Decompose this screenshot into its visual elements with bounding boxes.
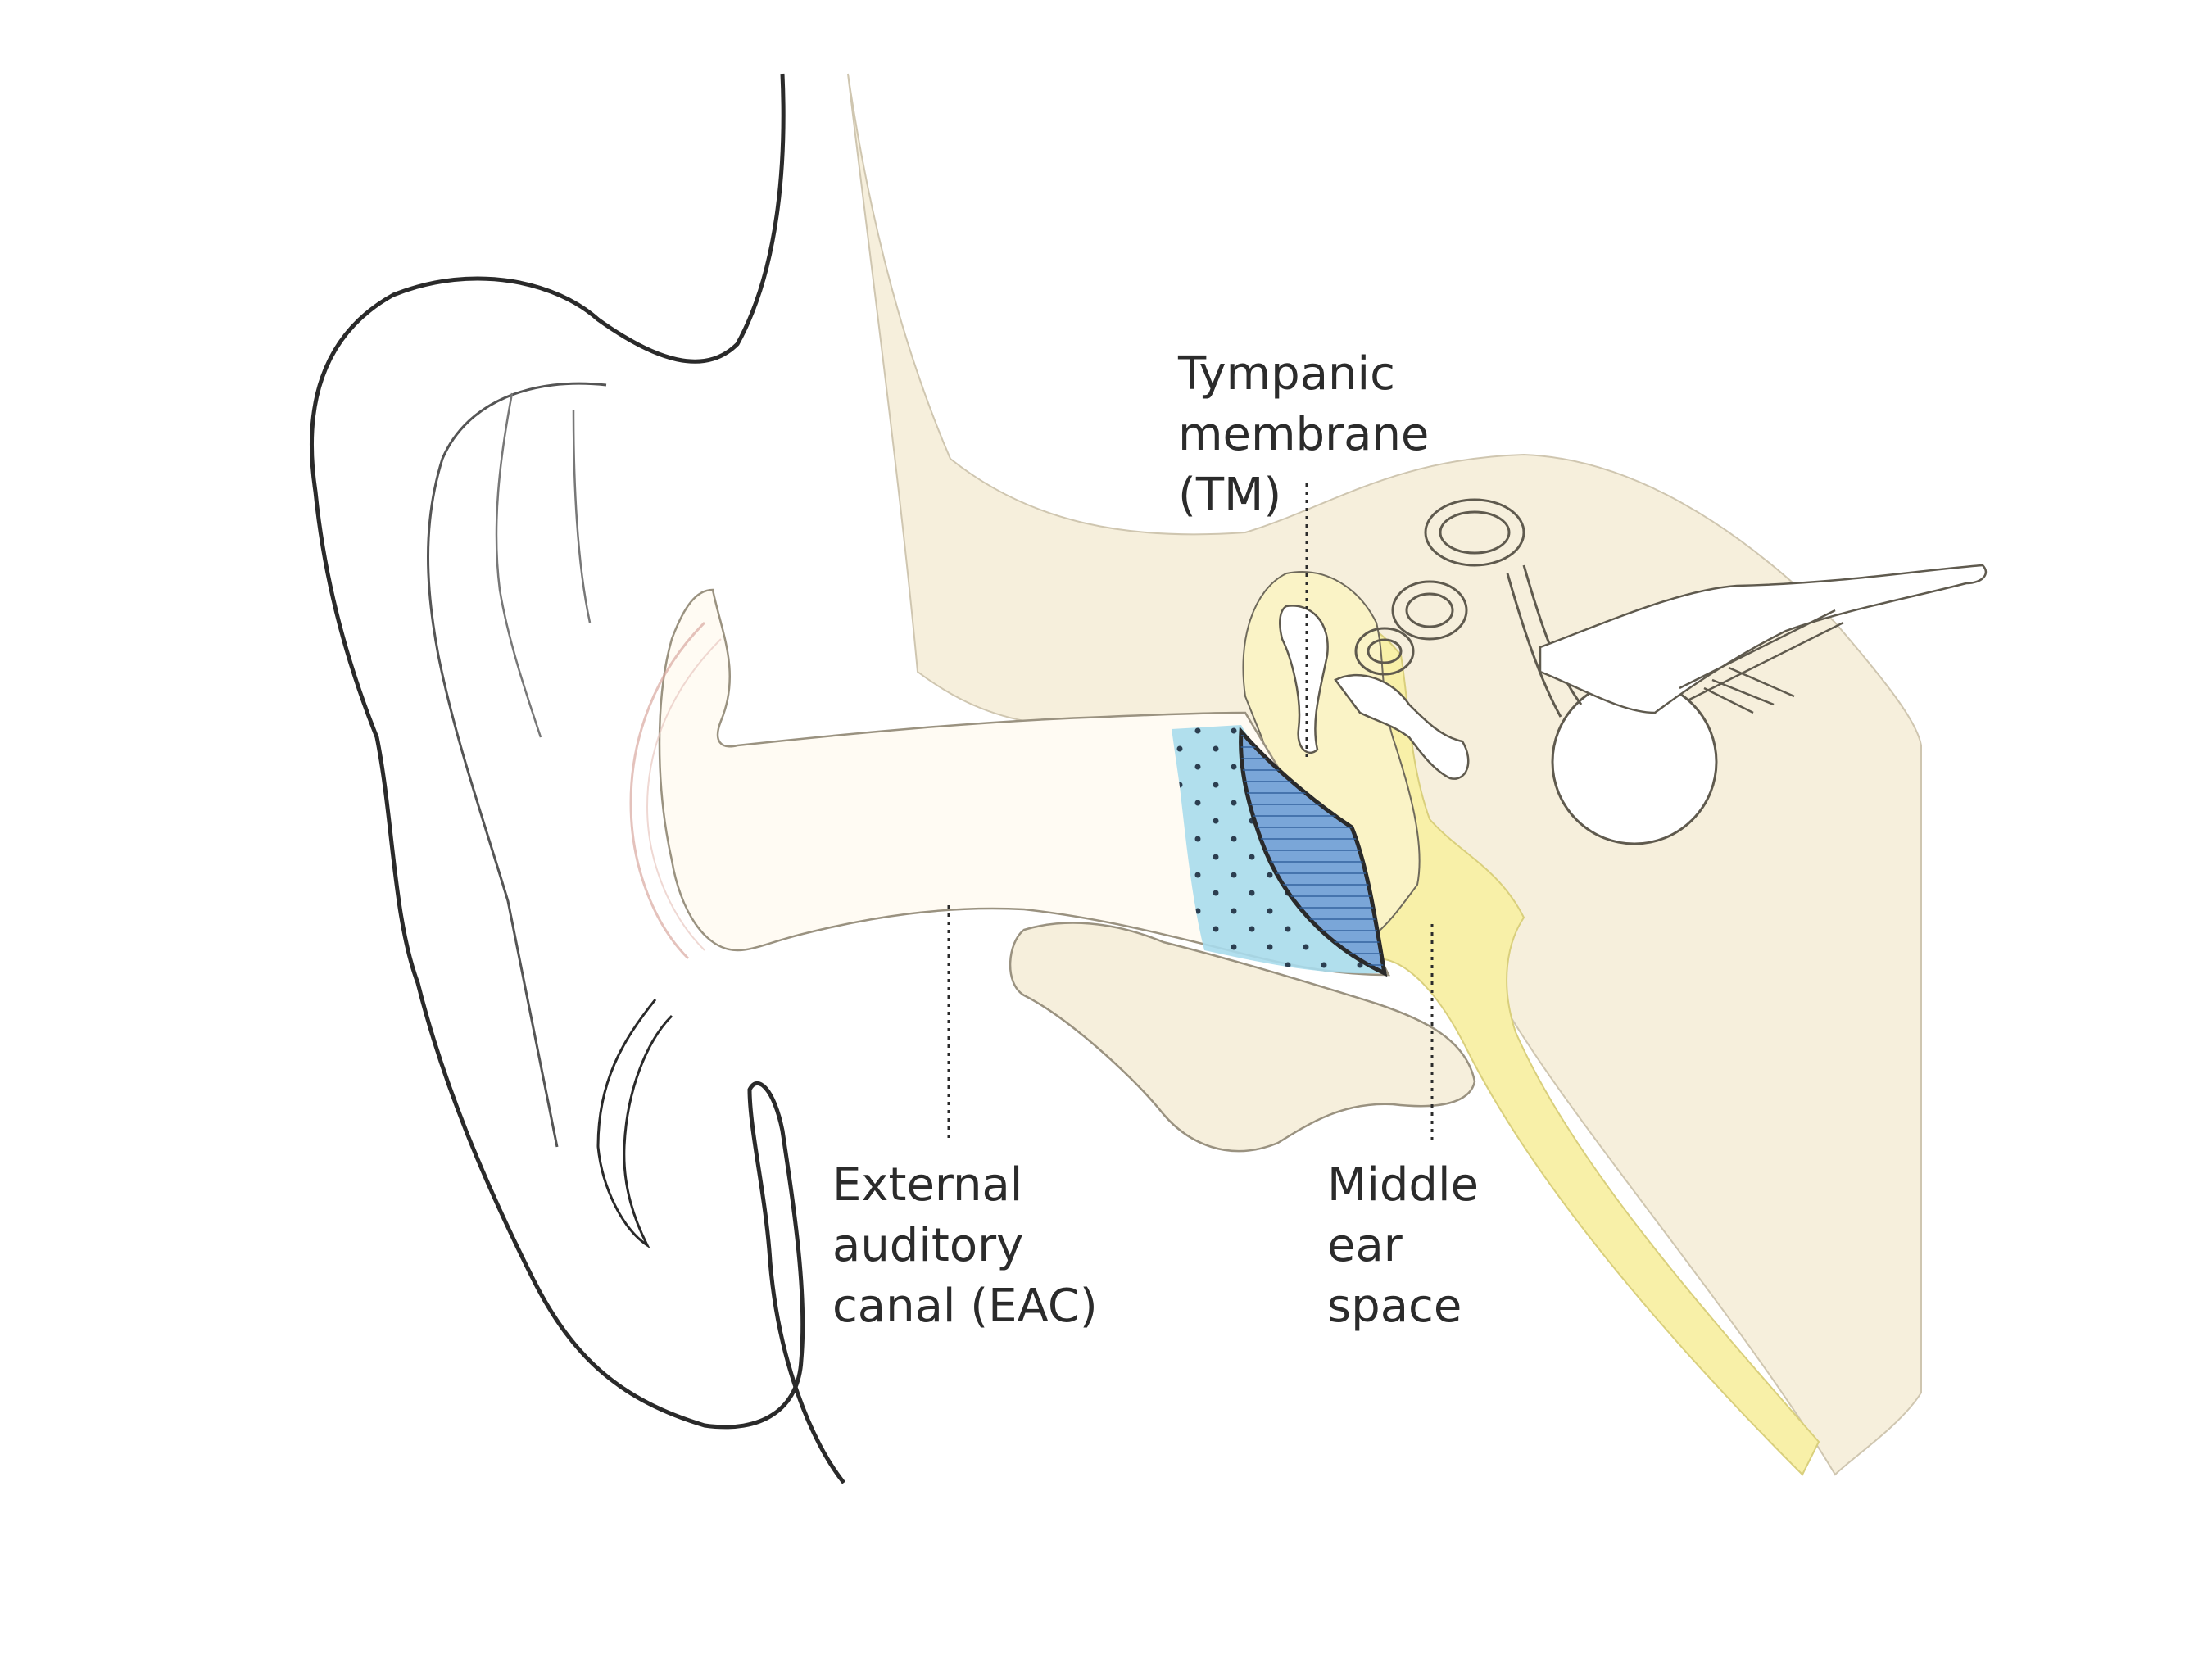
label-middle-ear-space: Middle ear space [1327,1155,1479,1337]
tympanic-membrane-hatch [1240,732,1385,973]
label-tympanic-membrane: Tympanic membrane (TM) [1178,344,1429,526]
label-tm-line-3: (TM) [1178,469,1282,522]
lower-bone-block [1009,922,1476,1153]
label-eac-line-3: canal (EAC) [832,1280,1098,1333]
auditory-nerve [1539,564,1988,714]
nerve-fibers [1679,609,1844,714]
malleus-ossicle [1279,605,1329,754]
label-tm-line-1: Tympanic [1178,347,1395,401]
tragus [596,999,673,1249]
label-external-auditory-canal: External auditory canal (EAC) [832,1155,1098,1337]
skin-edge-2 [646,638,722,951]
incus-ossicle [1334,673,1470,780]
helix-inner [427,382,607,1148]
label-tm-line-2: membrane [1178,408,1430,461]
semicircular-canals [1354,498,1583,718]
label-eac-line-1: External [832,1158,1023,1212]
antihelix [495,392,592,738]
auricle-outline [310,73,845,1484]
label-me-line-3: space [1327,1280,1462,1333]
skin-edge [629,621,706,960]
leader-lines [947,483,1434,1143]
label-me-line-1: Middle [1327,1158,1479,1212]
label-eac-line-2: auditory [832,1219,1024,1272]
label-me-line-2: ear [1327,1219,1403,1272]
